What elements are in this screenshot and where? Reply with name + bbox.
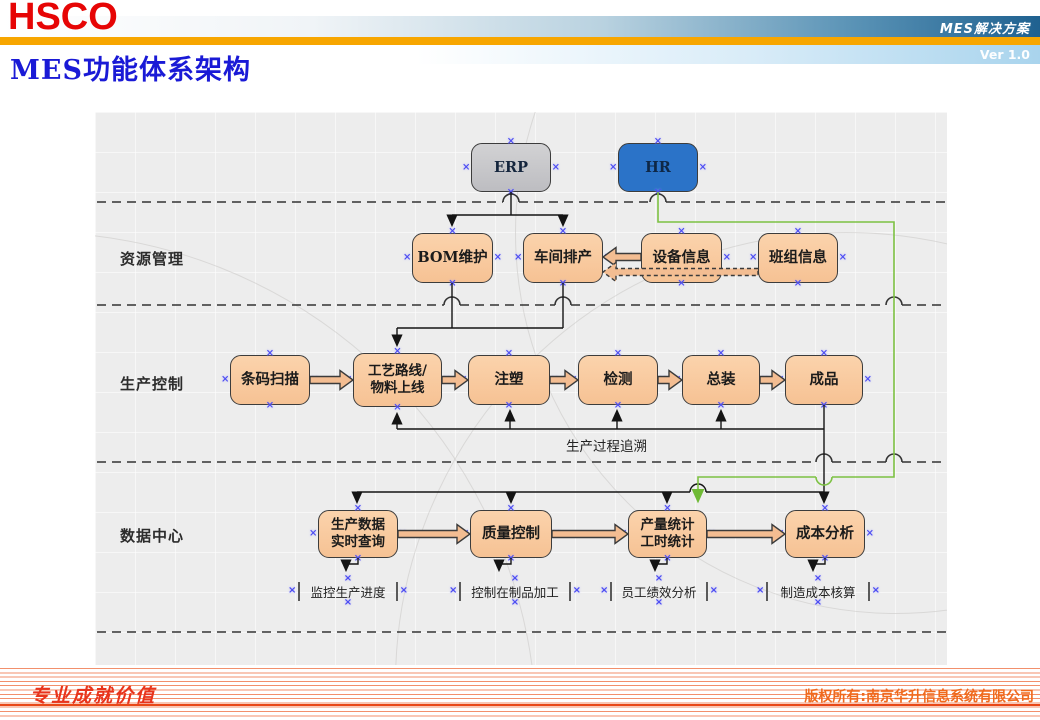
annotation-bar <box>610 581 612 601</box>
annotation-text: 员工绩效分析 <box>621 584 697 600</box>
annotation-text: 制造成本核算 <box>780 584 856 600</box>
node-label: 工时统计 <box>640 534 695 550</box>
node-label: 成本分析 <box>796 525 854 543</box>
node-label: 设备信息 <box>652 249 711 267</box>
node-product[interactable]: 成品 ×××× <box>776 349 872 411</box>
company-logo: HSCO <box>8 0 118 38</box>
node-label: 质量控制 <box>482 525 540 543</box>
node-team[interactable]: 班组信息 ×××× <box>749 227 847 289</box>
node-label: BOM维护 <box>417 249 488 267</box>
footer-stripes <box>0 668 1040 717</box>
annotation-wip: 控制在制品加工 ×××× <box>449 574 581 608</box>
annotation-costing: 制造成本核算 ×××× <box>756 574 880 608</box>
annotation-bar <box>298 581 300 601</box>
header-blue-bar: MES解决方案 <box>0 16 1040 37</box>
node-label: HR <box>645 158 671 176</box>
node-erp[interactable]: ERP ×××× <box>462 137 560 198</box>
node-label: 实时查询 <box>331 534 385 550</box>
annotation-bar <box>705 581 708 601</box>
node-label: 物料上线 <box>370 380 425 396</box>
node-label: 班组信息 <box>769 249 827 267</box>
lane-label-data: 数据中心 <box>120 527 185 545</box>
node-label: 工艺路线/ <box>368 363 427 380</box>
node-label: 总装 <box>706 371 736 389</box>
node-label: 成品 <box>809 371 839 389</box>
annotation-bar <box>867 581 870 601</box>
footer-copyright: 版权所有:南京华升信息系统有限公司 <box>804 689 1034 705</box>
node-equipment[interactable]: 设备信息 ×××× <box>632 227 731 289</box>
node-label: 注塑 <box>494 371 524 389</box>
lane-label-production: 生产控制 <box>120 375 185 393</box>
annotation-text: 监控生产进度 <box>310 584 386 600</box>
annotation-bar <box>459 581 461 601</box>
annotation-bar <box>395 581 398 601</box>
node-scheduling[interactable]: 车间排产 ×××× <box>514 227 612 289</box>
lane-label-resource: 资源管理 <box>120 250 185 268</box>
node-query[interactable]: 生产数据 实时查询 ×××× <box>309 504 407 564</box>
node-label: 检测 <box>603 371 633 389</box>
node-label: 车间排产 <box>534 249 592 267</box>
header-orange-bar <box>0 37 1040 45</box>
annotation-text: 控制在制品加工 <box>471 584 559 600</box>
footer-slogan: 专业成就价值 <box>30 685 157 707</box>
page-title: MES功能体系架构 <box>10 55 251 86</box>
node-assembly[interactable]: 总装 ×××× <box>673 349 769 411</box>
annotation-performance: 员工绩效分析 ×××× <box>600 574 718 608</box>
footer-line <box>0 704 1040 706</box>
annotation-bar <box>568 581 571 601</box>
node-inspection[interactable]: 检测 ×××× <box>569 349 667 411</box>
node-label: 产量统计 <box>640 517 695 534</box>
node-route[interactable]: 工艺路线/ 物料上线 ×××× <box>344 347 451 413</box>
node-injection[interactable]: 注塑 ×××× <box>459 349 559 411</box>
node-output[interactable]: 产量统计 工时统计 ×××× <box>619 504 716 564</box>
node-quality[interactable]: 质量控制 ×××× <box>461 504 561 564</box>
node-cost[interactable]: 成本分析 ×××× <box>776 504 874 564</box>
header-tagline: MES解决方案 <box>939 22 1030 37</box>
trace-label: 生产过程追溯 <box>566 439 647 455</box>
annotation-bar <box>766 581 768 601</box>
node-label: 条码扫描 <box>241 371 299 389</box>
node-barcode[interactable]: 条码扫描 ×××× <box>221 349 319 411</box>
node-hr[interactable]: HR ×××× <box>609 137 707 198</box>
node-label: ERP <box>493 158 528 176</box>
annotation-monitor: 监控生产进度 ×××× <box>288 574 408 608</box>
node-label: 生产数据 <box>331 517 385 534</box>
node-bom[interactable]: BOM维护 ×××× <box>403 227 502 289</box>
header-version-bar: Ver 1.0 <box>0 45 1040 64</box>
header-version: Ver 1.0 <box>979 47 1030 62</box>
